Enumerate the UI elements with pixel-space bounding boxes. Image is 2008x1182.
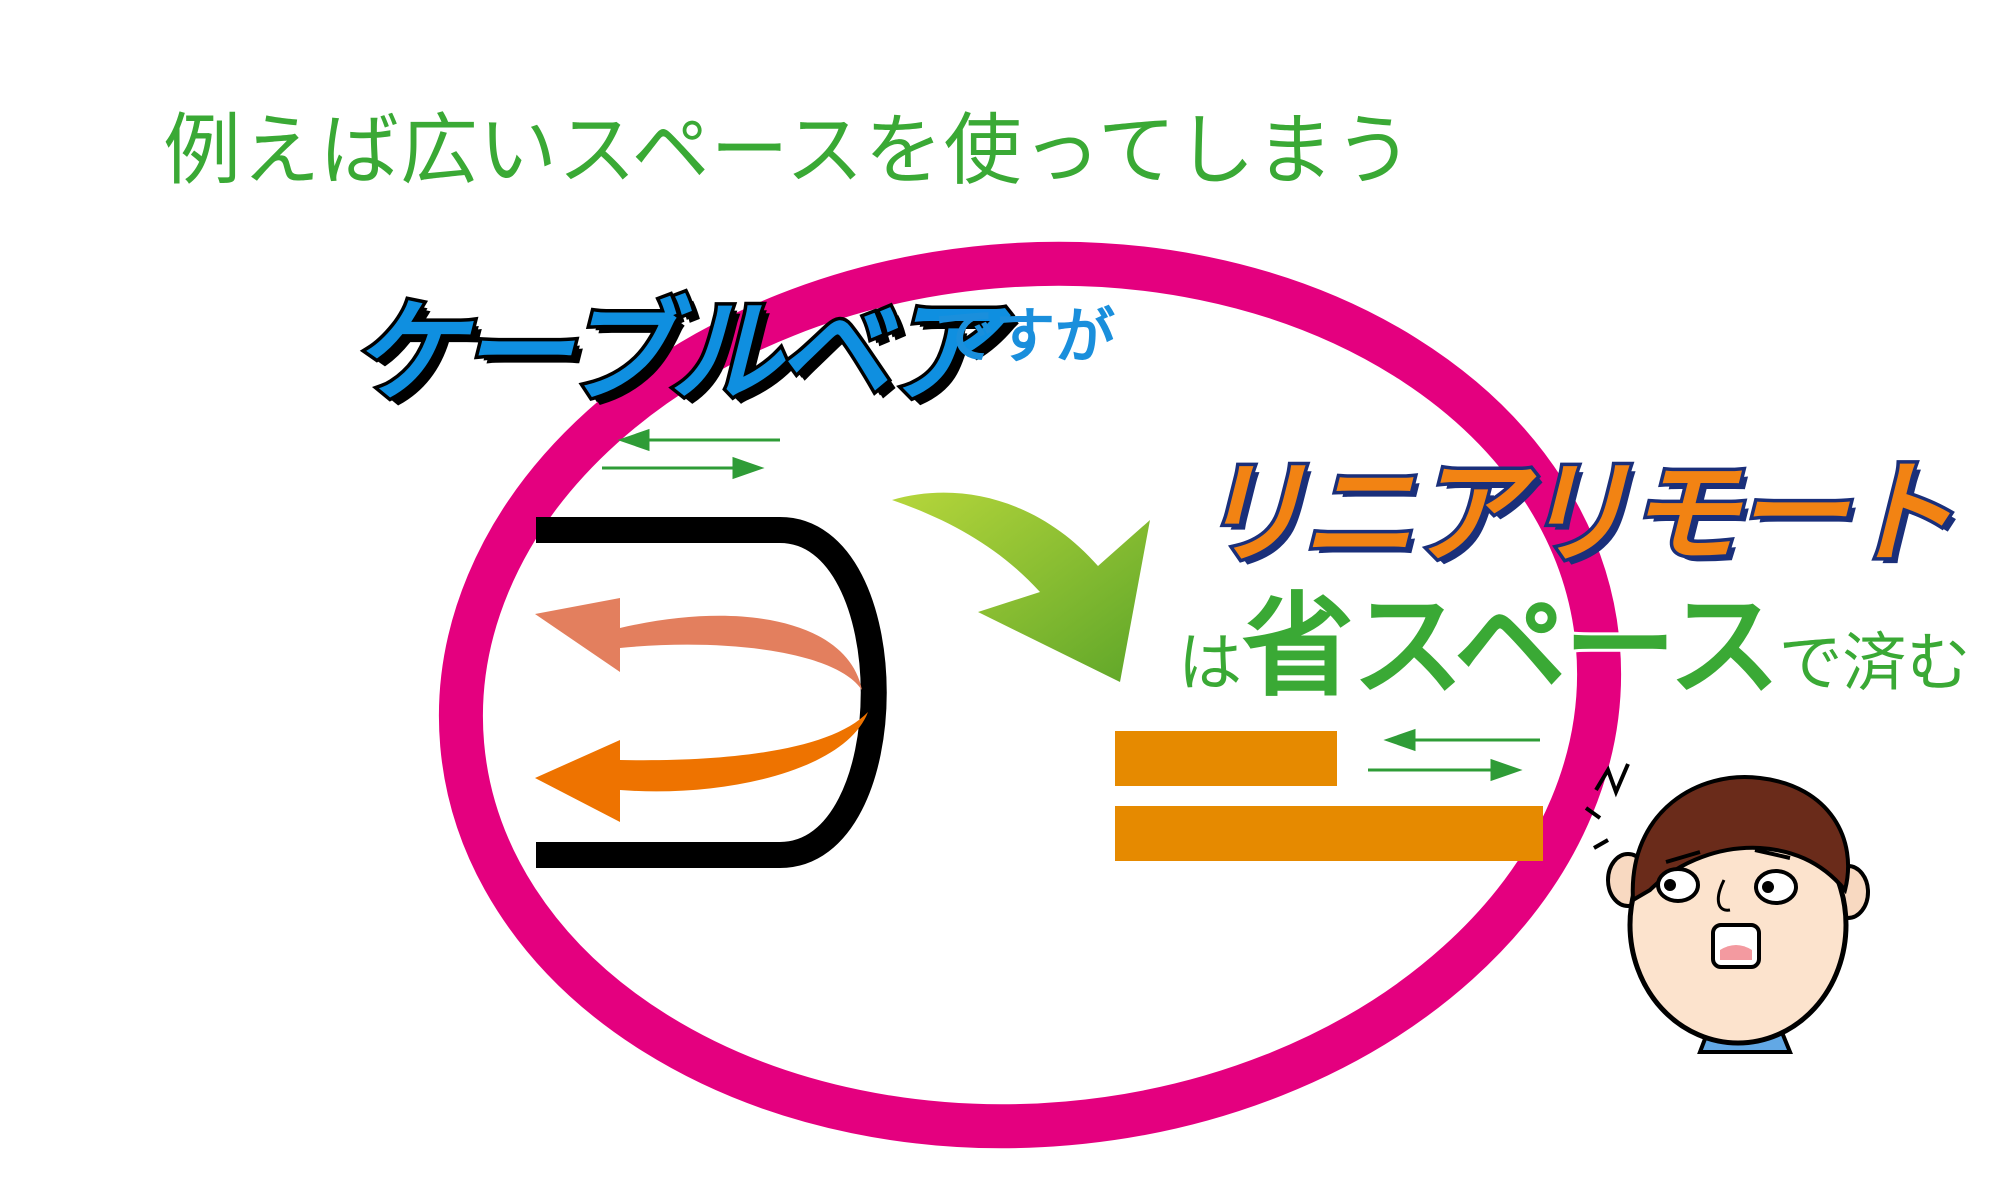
caption-prefix: は [1178, 627, 1242, 701]
orange-return-arrow [535, 712, 868, 822]
salmon-return-arrow [535, 598, 862, 690]
space-saving-caption: は省スペースで済む [1178, 556, 1971, 718]
caption-emphasis: 省スペース [1239, 579, 1784, 715]
transition-arrow-icon [892, 492, 1150, 682]
linear-remote-bar-bottom [1115, 806, 1543, 861]
cable-bear-loop [536, 517, 887, 868]
highlight-ellipse [438, 241, 1622, 1149]
headline: 例えば広いスペースを使ってしまう [163, 106, 1414, 196]
motion-arrows-icon [1368, 728, 1540, 782]
caption-suffix: で済む [1778, 627, 1971, 701]
linear-remote-bar-top [1115, 731, 1337, 786]
motion-arrows-icon [602, 428, 780, 480]
cable-bear-title: ケーブルベア [348, 285, 1000, 422]
surprised-boy-icon [1584, 763, 1870, 1054]
cable-bear-suffix: ですが [935, 302, 1115, 372]
linear-remote-title: リニアリモート [1192, 446, 1959, 583]
